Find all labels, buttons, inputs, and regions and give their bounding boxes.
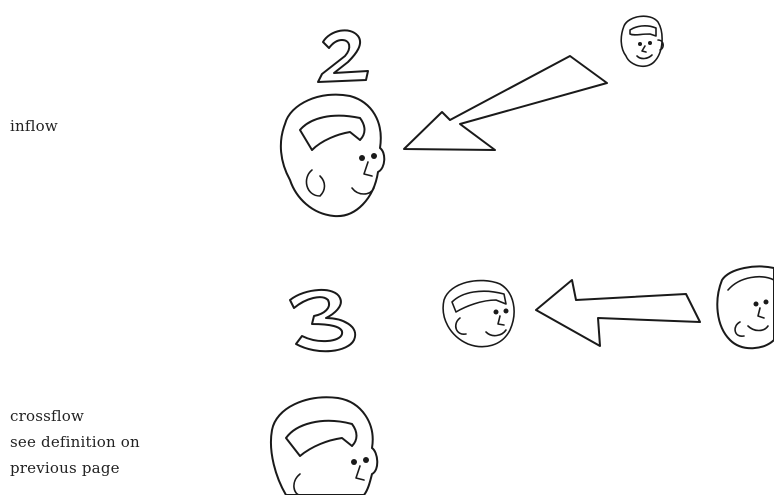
large-head-crossflow (271, 397, 377, 495)
inflow-arrow (404, 56, 607, 150)
head-crossflow-right (717, 267, 774, 349)
crossflow-arrow (536, 280, 700, 346)
small-head-top-right (621, 16, 663, 66)
large-head-inflow (281, 95, 384, 217)
step-three-numeral (290, 290, 355, 351)
step-two-numeral (318, 30, 368, 82)
head-crossflow-left (443, 281, 514, 347)
